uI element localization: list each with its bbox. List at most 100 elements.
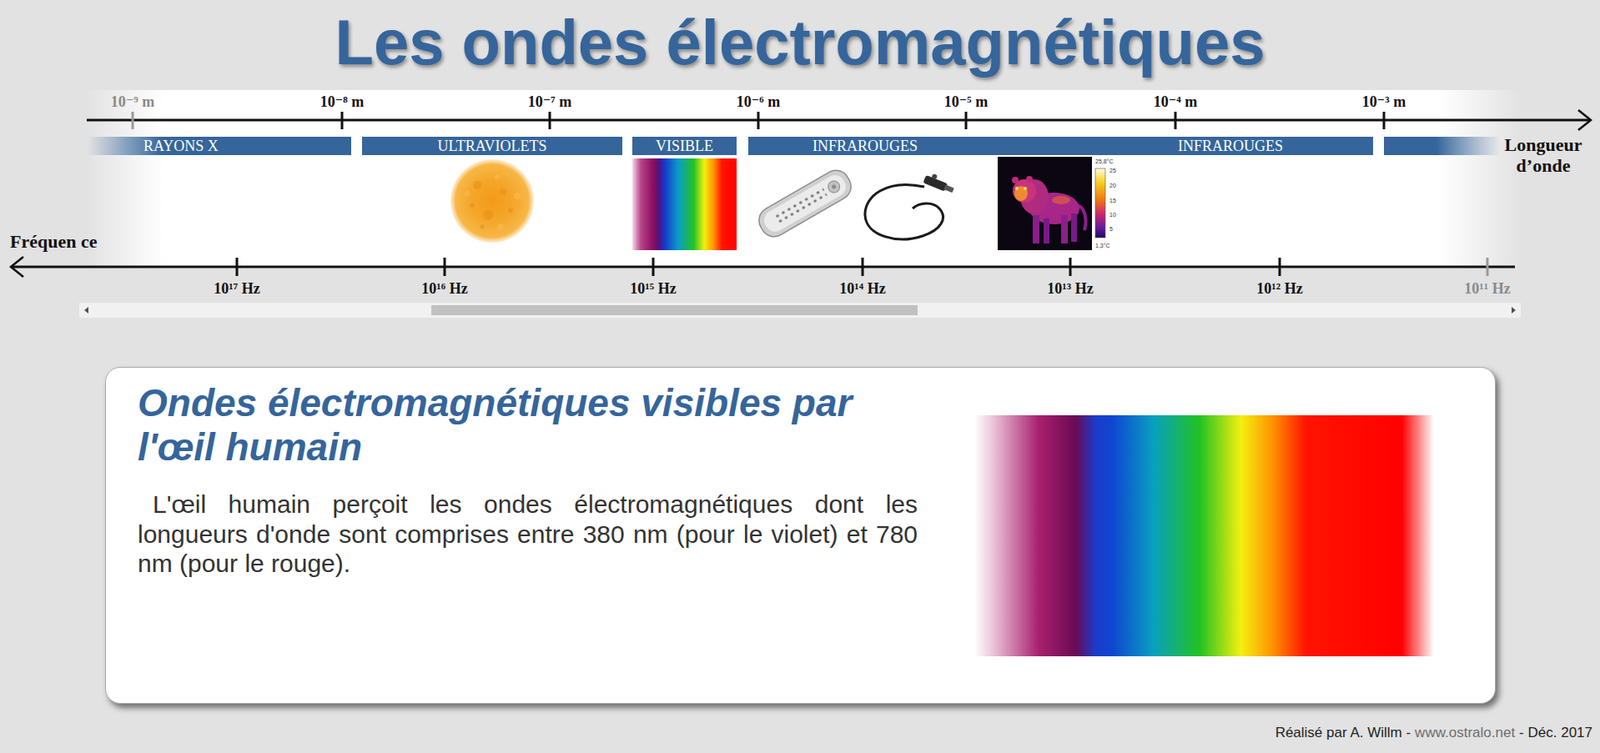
thermal-image [1014, 186, 1028, 202]
axis-title: Fréquen ce [10, 231, 97, 252]
sun-picture [450, 159, 534, 243]
frequency-tick-label: 10¹² Hz [1256, 279, 1303, 298]
scrollbar [79, 302, 1521, 318]
sun-picture [450, 159, 534, 243]
sun-picture [513, 192, 521, 200]
sun-picture [472, 181, 482, 190]
thermal-image [1095, 168, 1106, 238]
visible-spectrum-large [974, 415, 1434, 657]
wavelength-tick-label: 10⁻⁵ m [944, 92, 988, 111]
info-card: Ondes électromagnétiques visibles par l'… [105, 367, 1496, 705]
axes [341, 111, 344, 130]
scroll-panel [86, 90, 1521, 269]
visible-spectrum [632, 158, 737, 251]
thermal-scale-value: 5 [1109, 226, 1113, 233]
spectrum-band: INFRAROUGES INFRAROUGES [748, 136, 1374, 156]
frequency-tick-label: 10¹⁴ Hz [839, 279, 886, 298]
thermal-image [997, 156, 1106, 251]
axes [861, 257, 865, 277]
thermal-scale-value: 25,8°C [1095, 158, 1113, 166]
wavelength-tick-label: 10⁻⁹ m [110, 92, 155, 111]
frequency-tick-label: 10¹³ Hz [1046, 279, 1093, 298]
frequency-tick-label: 10¹⁵ Hz [629, 279, 676, 298]
endoscope [922, 171, 956, 195]
scrollbar [1511, 306, 1516, 314]
remote-control [754, 165, 856, 242]
sun-picture [499, 188, 507, 196]
sun-picture [508, 207, 514, 213]
spectrum-band: VISIBLE [632, 136, 737, 156]
endoscope [865, 185, 944, 240]
axes [1278, 257, 1282, 277]
band-label: ULTRAVIOLETS [437, 136, 547, 156]
sun-picture [483, 210, 494, 221]
visible-spectrum-large [974, 415, 1434, 657]
axes [10, 110, 1591, 277]
credit-line: Réalisé par A. Willm -www.ostralo.net- D… [1275, 724, 1593, 742]
axes [757, 111, 760, 130]
thermal-image [1043, 218, 1050, 244]
thermal-image [997, 156, 1092, 251]
wavelength-tick-label: 10⁻⁴ m [1153, 92, 1198, 111]
frequency-tick-label: 10¹⁷ Hz [213, 279, 260, 298]
axes [1069, 257, 1072, 277]
thermal-scale-value: 15 [1109, 197, 1117, 205]
empty-band [1383, 136, 1501, 156]
axes [1174, 111, 1178, 130]
remote-control [825, 178, 842, 195]
credit-text: - Déc. 2017 [1519, 724, 1593, 742]
sun-picture [464, 191, 470, 197]
panel-fade [1438, 90, 1521, 269]
axes [1578, 110, 1591, 131]
endoscope [865, 171, 956, 240]
thermal-image [1051, 196, 1071, 205]
spectrum-band: RAYONS X [86, 136, 352, 156]
thermal-image [1023, 186, 1027, 191]
frequency-tick-label: 10¹⁶ Hz [421, 279, 468, 298]
thermal-image [1032, 215, 1040, 244]
axes [548, 111, 552, 130]
axes [236, 257, 239, 277]
wavelength-tick-label: 10⁻⁷ m [528, 92, 572, 111]
remote-control [772, 186, 829, 227]
credit-text: Réalisé par A. Willm - [1275, 724, 1411, 742]
page-title: Les ondes électromagnétiques [0, 5, 1600, 81]
band-label: INFRAROUGES [1177, 136, 1284, 156]
thermal-image [1026, 176, 1033, 183]
credit-link: www.ostralo.net [1414, 724, 1515, 742]
remote-control [760, 171, 851, 237]
axes [131, 111, 135, 130]
remote-control [830, 184, 837, 191]
thermal-image [1061, 215, 1068, 244]
axis-title: Longueur d’onde [1493, 134, 1594, 177]
endoscope [930, 173, 938, 181]
thermal-scale-value: 10 [1109, 211, 1117, 219]
endoscope [943, 184, 954, 193]
thermal-scale-value: 25 [1109, 167, 1117, 175]
scrollbar [84, 306, 89, 314]
thermal-scale-value: 1,3°C [1095, 242, 1111, 250]
axes [965, 111, 968, 130]
wavelength-tick-label: 10⁻⁸ m [320, 92, 364, 111]
sun-picture [494, 174, 500, 180]
card-heading: Ondes électromagnétiques visibles par l'… [137, 381, 889, 470]
scrollbar [431, 305, 918, 316]
sun-picture [469, 202, 475, 208]
band-label: VISIBLE [655, 136, 714, 156]
axes [443, 257, 447, 277]
remote-control [754, 165, 856, 242]
wavelength-tick-label: 10⁻³ m [1362, 92, 1406, 111]
sun-picture [497, 223, 504, 231]
thermal-image [1011, 176, 1019, 184]
thermal-scale-value: 20 [1109, 182, 1117, 190]
panel-fade [86, 90, 164, 269]
sun-picture [480, 225, 485, 230]
band-label: INFRAROUGES [812, 136, 918, 156]
spectrum-band: ULTRAVIOLETS [362, 136, 623, 156]
axes [652, 257, 655, 277]
scrollbar [79, 302, 1521, 318]
axes [1486, 257, 1490, 277]
axes [1383, 111, 1386, 130]
frequency-tick-label: 10¹¹ Hz [1464, 279, 1510, 298]
card-body: L'œil humain perçoit les ondes électroma… [137, 489, 918, 579]
